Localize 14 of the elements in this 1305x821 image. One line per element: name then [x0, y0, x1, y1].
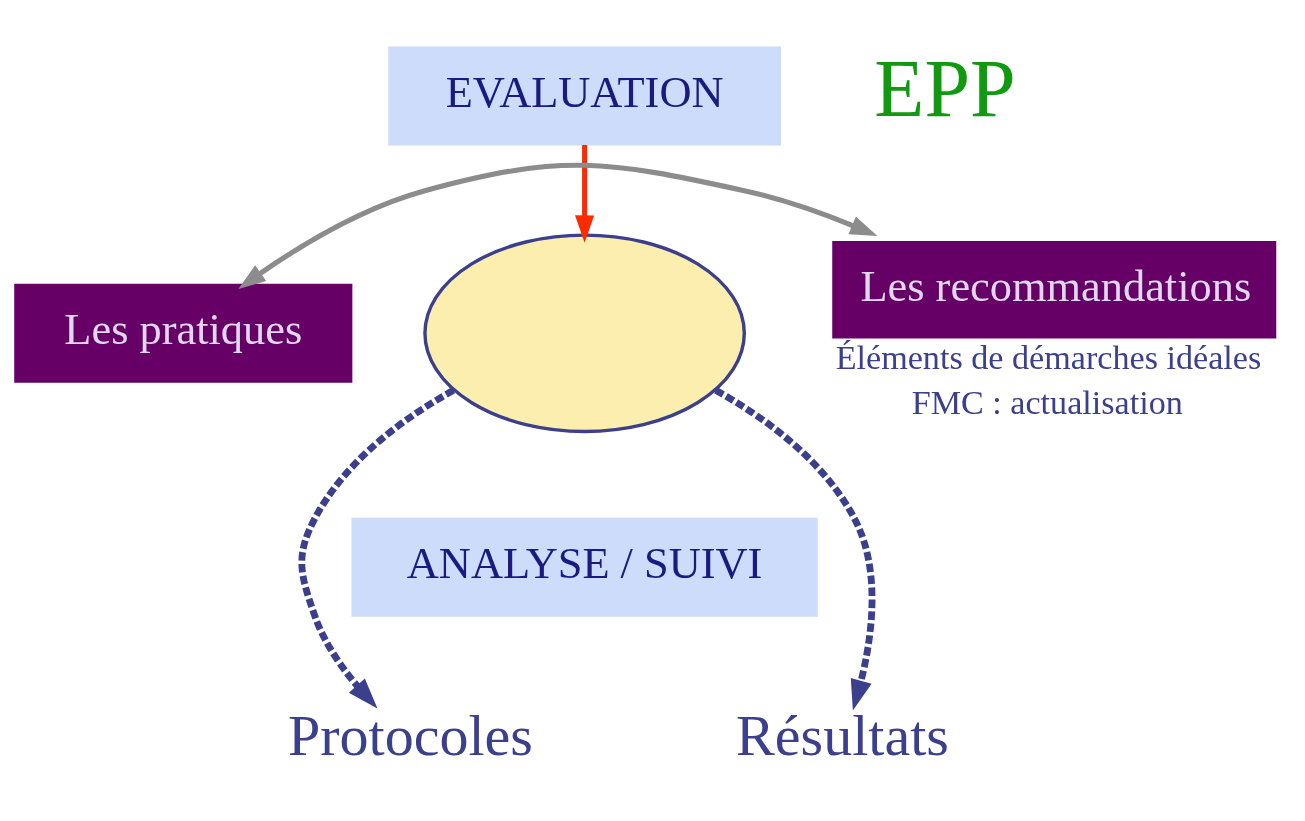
arrow — [298, 386, 456, 709]
node-label: FMC : actualisation — [911, 383, 1183, 421]
arrow — [238, 162, 878, 289]
node-cloud — [423, 232, 746, 433]
node-text: EPP — [874, 42, 1016, 134]
arrow — [575, 144, 595, 243]
node-text: Résultats — [736, 702, 949, 768]
node-box: ANALYSE / SUIVI — [351, 517, 818, 617]
node-text: Protocoles — [287, 702, 533, 768]
node-label: Éléments de démarches idéales — [835, 338, 1262, 376]
node-box: EVALUATION — [388, 45, 781, 145]
node-box: Les pratiques — [14, 283, 353, 383]
node-box: Les recommandations — [832, 240, 1277, 338]
arrow — [714, 386, 876, 711]
